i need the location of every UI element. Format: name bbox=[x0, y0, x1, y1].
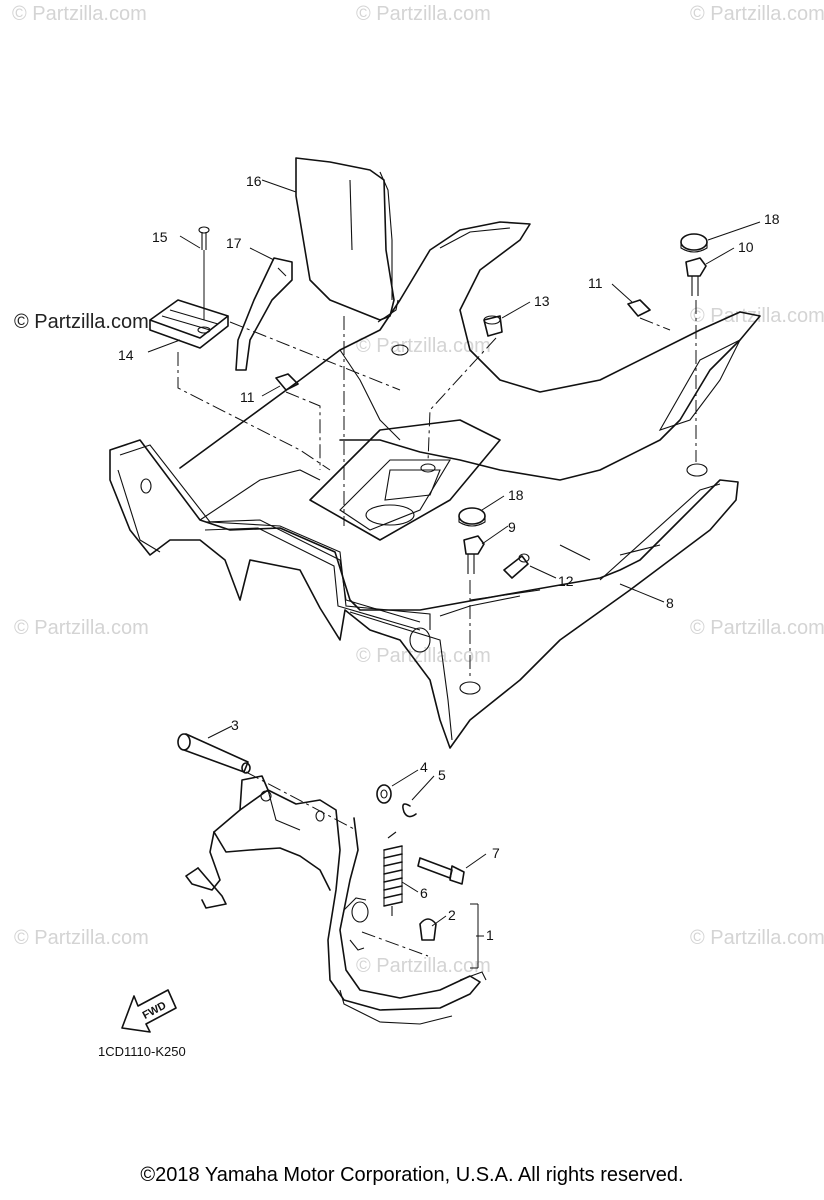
callout-2: 2 bbox=[448, 907, 456, 923]
callout-5: 5 bbox=[438, 767, 446, 783]
watermark: © Partzilla.com bbox=[14, 927, 149, 949]
watermark-group: © Partzilla.com © Partzilla.com © Partzi… bbox=[12, 3, 824, 977]
watermark: © Partzilla.com bbox=[356, 335, 491, 357]
callout-labels: 16 17 15 14 11 13 11 18 10 18 9 12 8 3 4… bbox=[118, 173, 780, 943]
fwd-arrow-icon: FWD bbox=[121, 989, 177, 1033]
watermark: © Partzilla.com bbox=[356, 3, 491, 25]
gasket-part-17 bbox=[235, 257, 293, 371]
callout-11: 11 bbox=[588, 275, 603, 291]
panel-part-16 bbox=[295, 157, 399, 323]
cap-part-18 bbox=[458, 233, 708, 527]
bolt-part-3 bbox=[177, 733, 251, 774]
bolt-part-7 bbox=[417, 857, 465, 885]
diagram-code: 1CD1110-K250 bbox=[98, 1044, 186, 1059]
callout-1: 1 bbox=[486, 927, 494, 943]
callout-18: 18 bbox=[764, 211, 780, 227]
callout-11: 11 bbox=[240, 389, 255, 405]
callout-7: 7 bbox=[492, 845, 500, 861]
callout-4: 4 bbox=[420, 759, 428, 775]
spring-part-6 bbox=[383, 831, 403, 916]
callout-14: 14 bbox=[118, 347, 134, 363]
assembly-lines bbox=[177, 300, 697, 957]
washer-part-4 bbox=[376, 784, 392, 804]
callout-13: 13 bbox=[534, 293, 550, 309]
callout-10: 10 bbox=[738, 239, 754, 255]
watermark: © Partzilla.com bbox=[690, 927, 824, 949]
bolt-part-9 bbox=[463, 535, 485, 574]
watermark: © Partzilla.com bbox=[690, 617, 824, 639]
callout-8: 8 bbox=[666, 595, 674, 611]
floor-board-part-8 bbox=[109, 221, 761, 749]
watermark: © Partzilla.com bbox=[356, 645, 491, 667]
callout-15: 15 bbox=[152, 229, 168, 245]
clip-part-11 bbox=[275, 299, 651, 391]
bolt-part-10 bbox=[685, 257, 707, 296]
watermark-prominent: © Partzilla.com bbox=[14, 311, 149, 333]
watermark: © Partzilla.com bbox=[14, 617, 149, 639]
copyright-notice: ©2018 Yamaha Motor Corporation, U.S.A. A… bbox=[140, 1164, 684, 1186]
pad-part-14 bbox=[149, 299, 229, 349]
callout-17: 17 bbox=[226, 235, 242, 251]
callout-16: 16 bbox=[246, 173, 262, 189]
callout-3: 3 bbox=[231, 717, 239, 733]
leader-lines bbox=[147, 179, 761, 969]
main-stand-part-1 bbox=[185, 775, 487, 1025]
callout-6: 6 bbox=[420, 885, 428, 901]
screw-part-12 bbox=[503, 553, 530, 579]
watermark: © Partzilla.com bbox=[12, 3, 147, 25]
screw-part-15 bbox=[198, 226, 210, 320]
watermark: © Partzilla.com bbox=[356, 955, 491, 977]
callout-9: 9 bbox=[508, 519, 516, 535]
watermark: © Partzilla.com bbox=[690, 3, 824, 25]
callout-18: 18 bbox=[508, 487, 524, 503]
stopper-part-2 bbox=[419, 918, 437, 941]
circlip-part-5 bbox=[402, 803, 417, 818]
callout-12: 12 bbox=[558, 573, 574, 589]
grommet-part-13 bbox=[483, 315, 503, 337]
